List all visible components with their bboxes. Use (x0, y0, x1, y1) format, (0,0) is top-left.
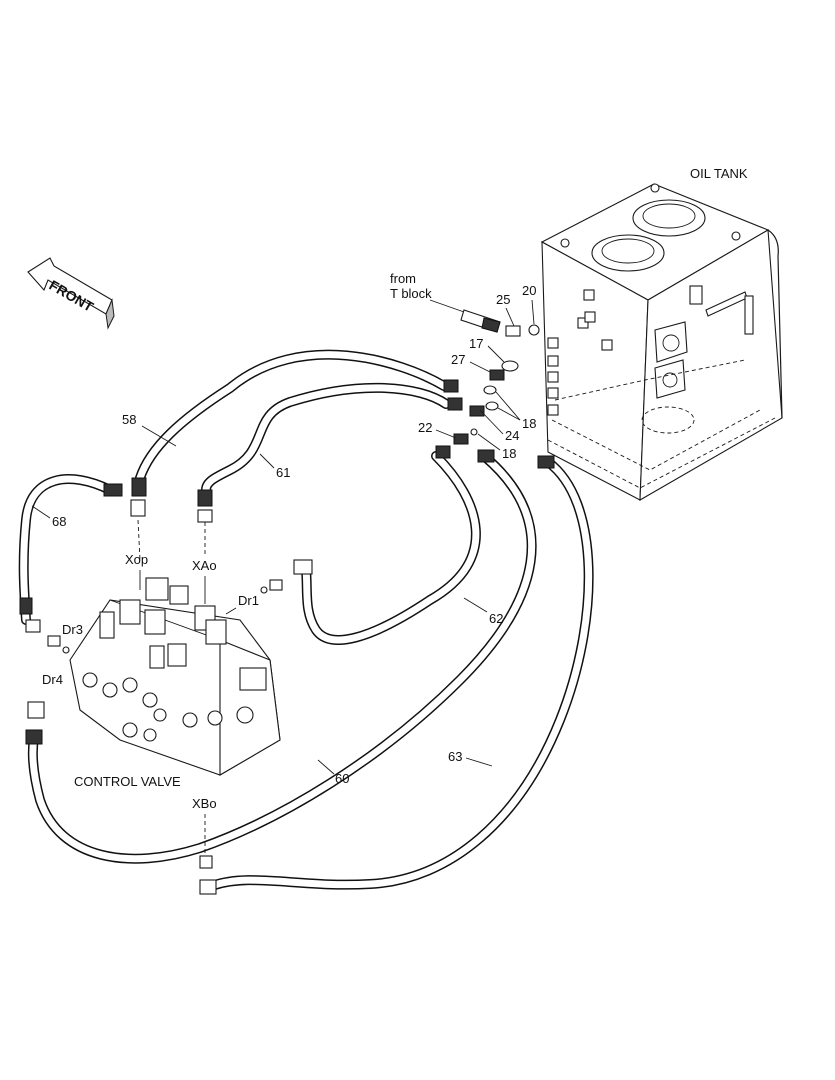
tank-ports (547, 289, 613, 416)
valve-ports (82, 672, 254, 742)
callout-22: 22 (418, 420, 432, 435)
from-label: from (390, 271, 416, 286)
hose-61 (197, 382, 451, 523)
front-arrow: FRONT (27, 257, 115, 330)
xao-label: XAo (192, 558, 217, 573)
callout-17: 17 (469, 336, 483, 351)
oil-tank: OIL TANK (540, 166, 783, 501)
tank-fittings (435, 324, 540, 459)
hose-63 (199, 455, 594, 895)
hose-68 (18, 474, 123, 633)
callout-25: 25 (496, 292, 510, 307)
callout-62: 62 (489, 611, 503, 626)
xop-label: Xop (125, 552, 148, 567)
callout-61: 61 (276, 465, 290, 480)
callout-63: 63 (448, 749, 462, 764)
control-valve-label: CONTROL VALVE (74, 774, 181, 789)
callout-58: 58 (122, 412, 136, 427)
dr4-label: Dr4 (42, 672, 63, 687)
callout-18b: 18 (502, 446, 516, 461)
callout-68: 68 (52, 514, 66, 529)
callout-18a: 18 (522, 416, 536, 431)
callout-20: 20 (522, 283, 536, 298)
port-fittings: Xop XAo Dr1 Dr3 Dr4 XBo (42, 519, 283, 869)
hose-62 (293, 451, 481, 645)
callout-27: 27 (451, 352, 465, 367)
control-valve: CONTROL VALVE (69, 577, 281, 789)
hose-60 (25, 449, 537, 864)
dr1-label: Dr1 (238, 593, 259, 608)
hose-58 (130, 349, 449, 517)
xbo-label: XBo (192, 796, 217, 811)
t-block-fitting: from T block (390, 271, 501, 333)
callout-24: 24 (505, 428, 519, 443)
t-block-label: T block (390, 286, 432, 301)
dr3-label: Dr3 (62, 622, 83, 637)
callouts: 58 61 68 62 60 63 25 20 17 27 18 22 24 1… (31, 283, 536, 786)
callout-60: 60 (335, 771, 349, 786)
oil-tank-label: OIL TANK (690, 166, 748, 181)
